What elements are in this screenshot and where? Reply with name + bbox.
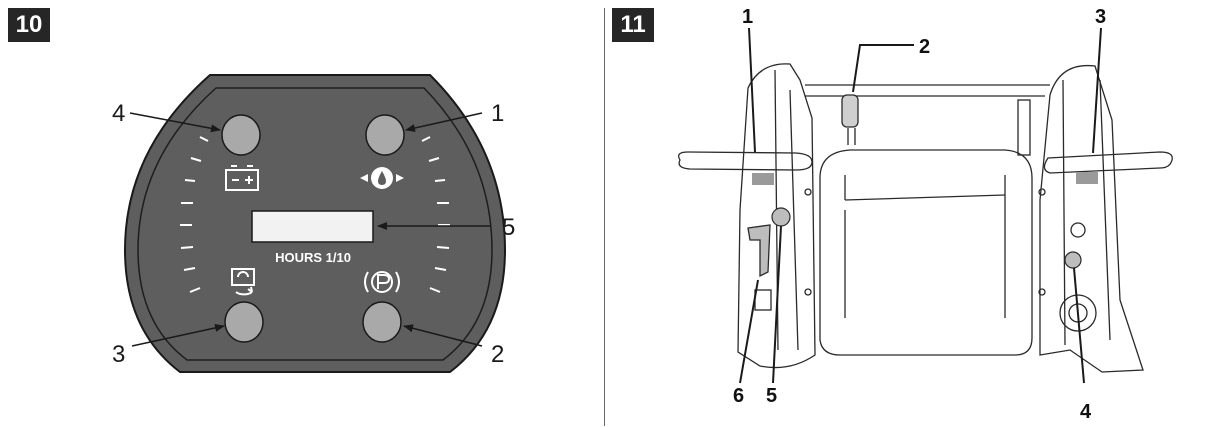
- parking-brake-lamp: [362, 301, 402, 343]
- transmission-lamp: [224, 301, 264, 343]
- callout-lines: [739, 27, 1102, 384]
- callout-label: 3: [112, 341, 125, 368]
- callout-label: 5: [766, 385, 777, 407]
- transmission-icon: [231, 268, 255, 296]
- callout-label: 5: [502, 214, 515, 241]
- callout-label: 1: [491, 100, 504, 127]
- panel-divider: [604, 8, 605, 426]
- battery-icon: [225, 165, 259, 191]
- callout-label: 4: [1080, 401, 1092, 423]
- throttle-lever: [752, 173, 774, 185]
- callout-label: 2: [919, 36, 930, 58]
- machine-line-drawing: [677, 63, 1173, 373]
- parking-brake-icon: [364, 271, 400, 293]
- figure-number-badge: 10: [8, 8, 50, 42]
- callout-label: 2: [491, 341, 504, 368]
- indicator-lamps: [221, 114, 405, 343]
- battery-lamp: [221, 114, 261, 156]
- indicator-lamp: [771, 207, 791, 227]
- indicator-lamp: [1064, 251, 1082, 269]
- oil-pressure-icon: [360, 167, 404, 189]
- throttle-lever: [1076, 172, 1098, 184]
- callout-label: 3: [1095, 6, 1106, 28]
- gauge-ticks: [180, 136, 450, 293]
- oil-pressure-lamp: [365, 114, 405, 156]
- callout-label: 1: [742, 6, 753, 28]
- callout-lines: [129, 112, 490, 347]
- callout-label: 4: [112, 100, 125, 127]
- figure-number-badge: 11: [612, 8, 654, 42]
- hour-meter-label: HOURS 1/10: [275, 250, 351, 265]
- hour-meter-display: [251, 210, 374, 243]
- callout-label: 6: [733, 385, 744, 407]
